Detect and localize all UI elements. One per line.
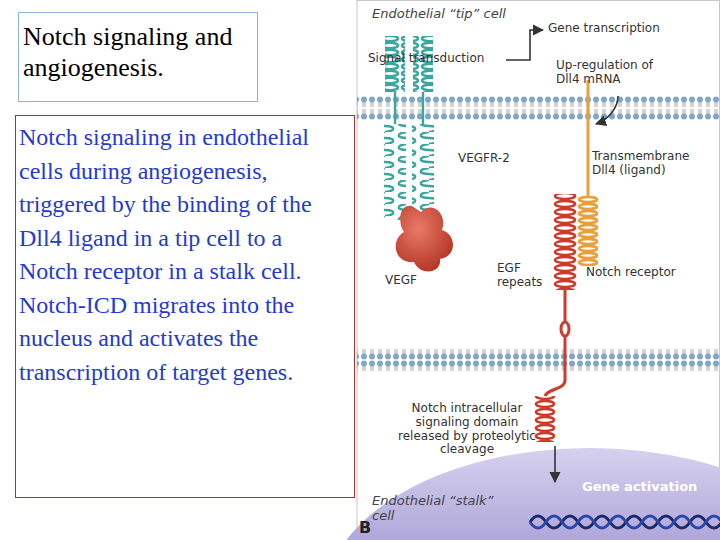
dna-strand bbox=[530, 516, 720, 528]
vegfr-transmembrane bbox=[422, 92, 424, 124]
body-text: Notch signaling in endothelial cells dur… bbox=[19, 121, 331, 389]
part-label: Transmembrane Dll4 (ligand) bbox=[592, 150, 694, 178]
process-label: Signal transduction bbox=[368, 52, 504, 66]
title-text: Notch signaling and angiogenesis. bbox=[23, 21, 238, 83]
signal-arrow bbox=[506, 30, 543, 60]
part-label: VEGFR-2 bbox=[458, 152, 538, 166]
vegfr-ig-domains bbox=[384, 124, 406, 220]
process-label: Gene transcription bbox=[548, 22, 688, 36]
notch-transmembrane bbox=[564, 336, 567, 380]
stalk-cell-membrane bbox=[357, 348, 720, 372]
part-label: Notch receptor bbox=[586, 266, 698, 280]
vegf-ligand bbox=[396, 206, 453, 272]
vegfr-ig-domains bbox=[412, 124, 434, 220]
part-label: VEGF bbox=[385, 274, 445, 288]
description-box: Notch signaling in endothelial cells dur… bbox=[15, 115, 355, 498]
cell-label: Endothelial “stalk” cell bbox=[372, 494, 500, 524]
notch-icd bbox=[533, 396, 557, 442]
dll4-egf-repeats bbox=[576, 196, 600, 266]
process-label: Gene activation bbox=[582, 480, 708, 495]
tip-cell-membrane bbox=[357, 96, 720, 120]
notch-nrr bbox=[561, 322, 569, 336]
notch-egf-repeats bbox=[552, 194, 578, 290]
title-box: Notch signaling and angiogenesis. bbox=[18, 12, 258, 102]
part-label: Notch intracellular signaling domain rel… bbox=[392, 402, 542, 457]
upregulation-arrow bbox=[596, 96, 618, 124]
notch-cleavage-link bbox=[545, 380, 565, 396]
vegfr-transmembrane bbox=[394, 92, 396, 124]
process-label: Up-regulation of Dll4 mRNA bbox=[556, 59, 664, 87]
cell-label: Endothelial “tip” cell bbox=[372, 7, 547, 22]
nucleus bbox=[325, 448, 720, 540]
dna-strand bbox=[530, 516, 720, 528]
dll4-stem bbox=[587, 80, 590, 196]
part-label: EGF repeats bbox=[497, 262, 555, 290]
nuclear-translocation-arrow bbox=[554, 446, 556, 482]
panel-letter: B bbox=[359, 519, 379, 537]
notch-stem bbox=[564, 290, 567, 322]
